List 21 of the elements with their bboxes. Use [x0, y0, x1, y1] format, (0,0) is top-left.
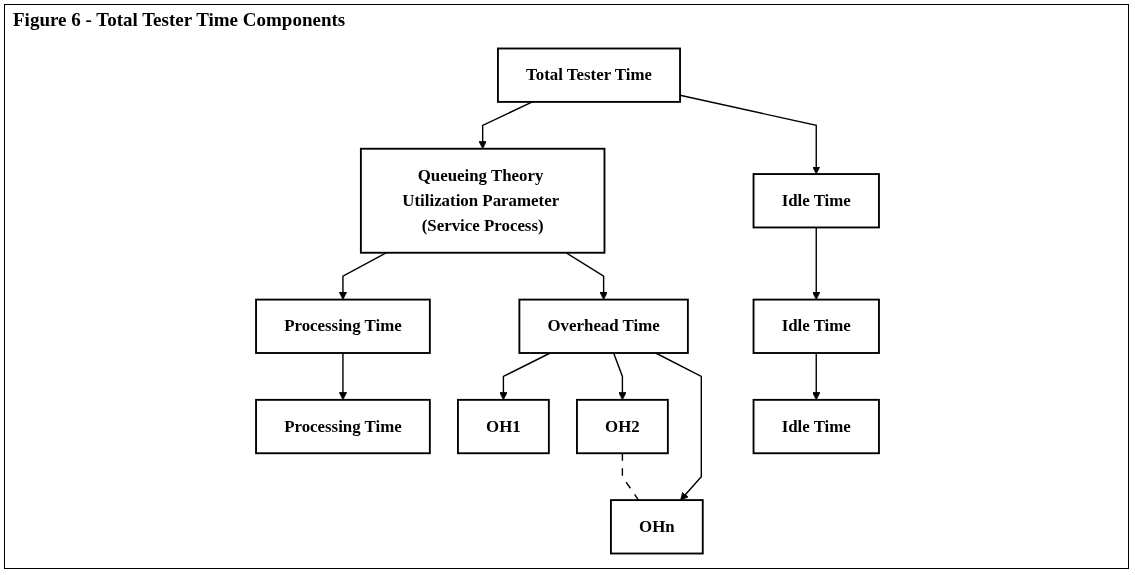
arrow — [612, 352, 627, 401]
node-box: OH2 — [576, 398, 669, 455]
arrow — [338, 252, 388, 300]
arrow — [338, 352, 348, 401]
node-box: Processing Time — [255, 398, 431, 455]
node-box: OHn — [610, 499, 704, 555]
connector — [621, 452, 640, 501]
node-box: Overhead Time — [518, 298, 689, 354]
node-box: Idle Time — [752, 298, 880, 354]
arrow — [478, 101, 534, 150]
arrow — [499, 352, 551, 401]
arrow — [812, 226, 821, 300]
arrow — [812, 352, 821, 401]
node-box: Queueing Theory Utilization Parameter (Service Process) — [359, 147, 606, 254]
node-box: Idle Time — [752, 173, 880, 229]
node-box: Processing Time — [255, 298, 431, 354]
figure-title: Figure 6 - Total Tester Time Components — [13, 9, 346, 31]
node-box: OH1 — [457, 398, 550, 455]
node-box: Total Tester Time — [497, 47, 681, 103]
node-box: Idle Time — [752, 398, 880, 455]
arrow — [565, 252, 608, 300]
